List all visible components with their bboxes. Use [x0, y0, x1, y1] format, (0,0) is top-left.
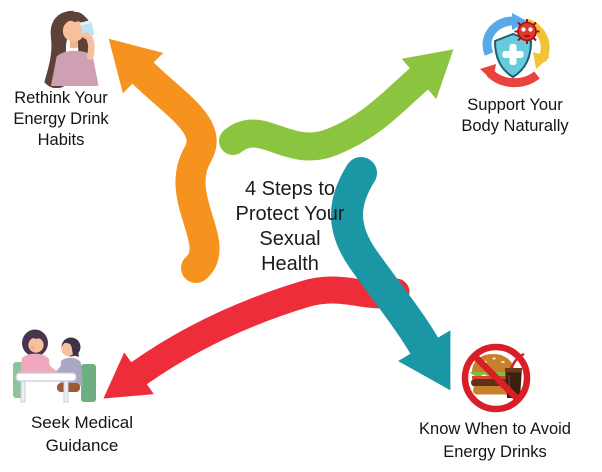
- cycle-arrow-blue: [482, 16, 514, 56]
- center-title: 4 Steps to Protect Your Sexual Health: [235, 178, 345, 275]
- step-label-know-when-avoid: Know When to Avoid Energy Drinks: [419, 420, 571, 461]
- no-burger-and-soda-graphic: [461, 343, 531, 413]
- step-label-rethink-habits: Rethink Your Energy Drink Habits: [13, 89, 109, 149]
- hand: [82, 32, 90, 39]
- doctor-hair-side: [64, 339, 79, 357]
- water-glass: [80, 20, 95, 38]
- virus-eye-left: [521, 27, 526, 32]
- sesame-seed: [501, 360, 505, 364]
- arrow-to-top-left: [108, 38, 220, 283]
- hair-fringe: [62, 11, 88, 29]
- no-burger-and-soda-icon: [461, 341, 533, 413]
- cycle-arrow-blue-head: [512, 13, 528, 30]
- prohibition-ring: [461, 343, 531, 413]
- virus-body: [517, 21, 537, 42]
- table-top: [15, 372, 77, 382]
- cycle-arrow-red-head: [480, 64, 496, 81]
- table-leg-left: [20, 378, 26, 403]
- immune-shield-cycle-graphic: [480, 13, 550, 88]
- prohibition-sign: [461, 343, 531, 413]
- patient-sweater: [20, 353, 51, 376]
- woman-drinking-water-graphic: [44, 10, 99, 88]
- glass-rim: [80, 20, 92, 26]
- virus-mouth: [524, 35, 530, 37]
- patient-left: [20, 329, 62, 379]
- virus-eye-right: [528, 27, 533, 32]
- chair-right: [81, 364, 96, 402]
- virus: [514, 19, 540, 44]
- patient-face: [28, 337, 44, 353]
- sesame-seed: [492, 357, 496, 360]
- straw: [509, 353, 525, 371]
- step-label-support-body: Support Your Body Naturally: [461, 96, 569, 135]
- soda-foam: [505, 368, 522, 373]
- woman-drinking-water-icon: [30, 6, 110, 88]
- table: [15, 372, 77, 403]
- arrow-to-bottom-right: [331, 157, 451, 391]
- cycle-arrow-yellow-head: [533, 52, 550, 69]
- arrow-to-top-right: [219, 49, 454, 161]
- prohibition-slash: [472, 353, 521, 402]
- patient-fringe: [28, 332, 45, 342]
- shirt: [50, 50, 99, 87]
- neck: [70, 38, 78, 48]
- medical-consultation-icon: [12, 328, 98, 406]
- patient-blush: [31, 346, 34, 349]
- step-label-seek-guidance: Seek Medical Guidance: [30, 413, 134, 455]
- medical-consultation-graphic: [13, 329, 96, 403]
- immune-shield-cycle-icon: [468, 10, 558, 90]
- shield-cross-horizontal: [502, 51, 524, 58]
- table-leg-right: [63, 378, 69, 403]
- face: [62, 19, 85, 42]
- arrow-to-bottom-left: [103, 276, 410, 399]
